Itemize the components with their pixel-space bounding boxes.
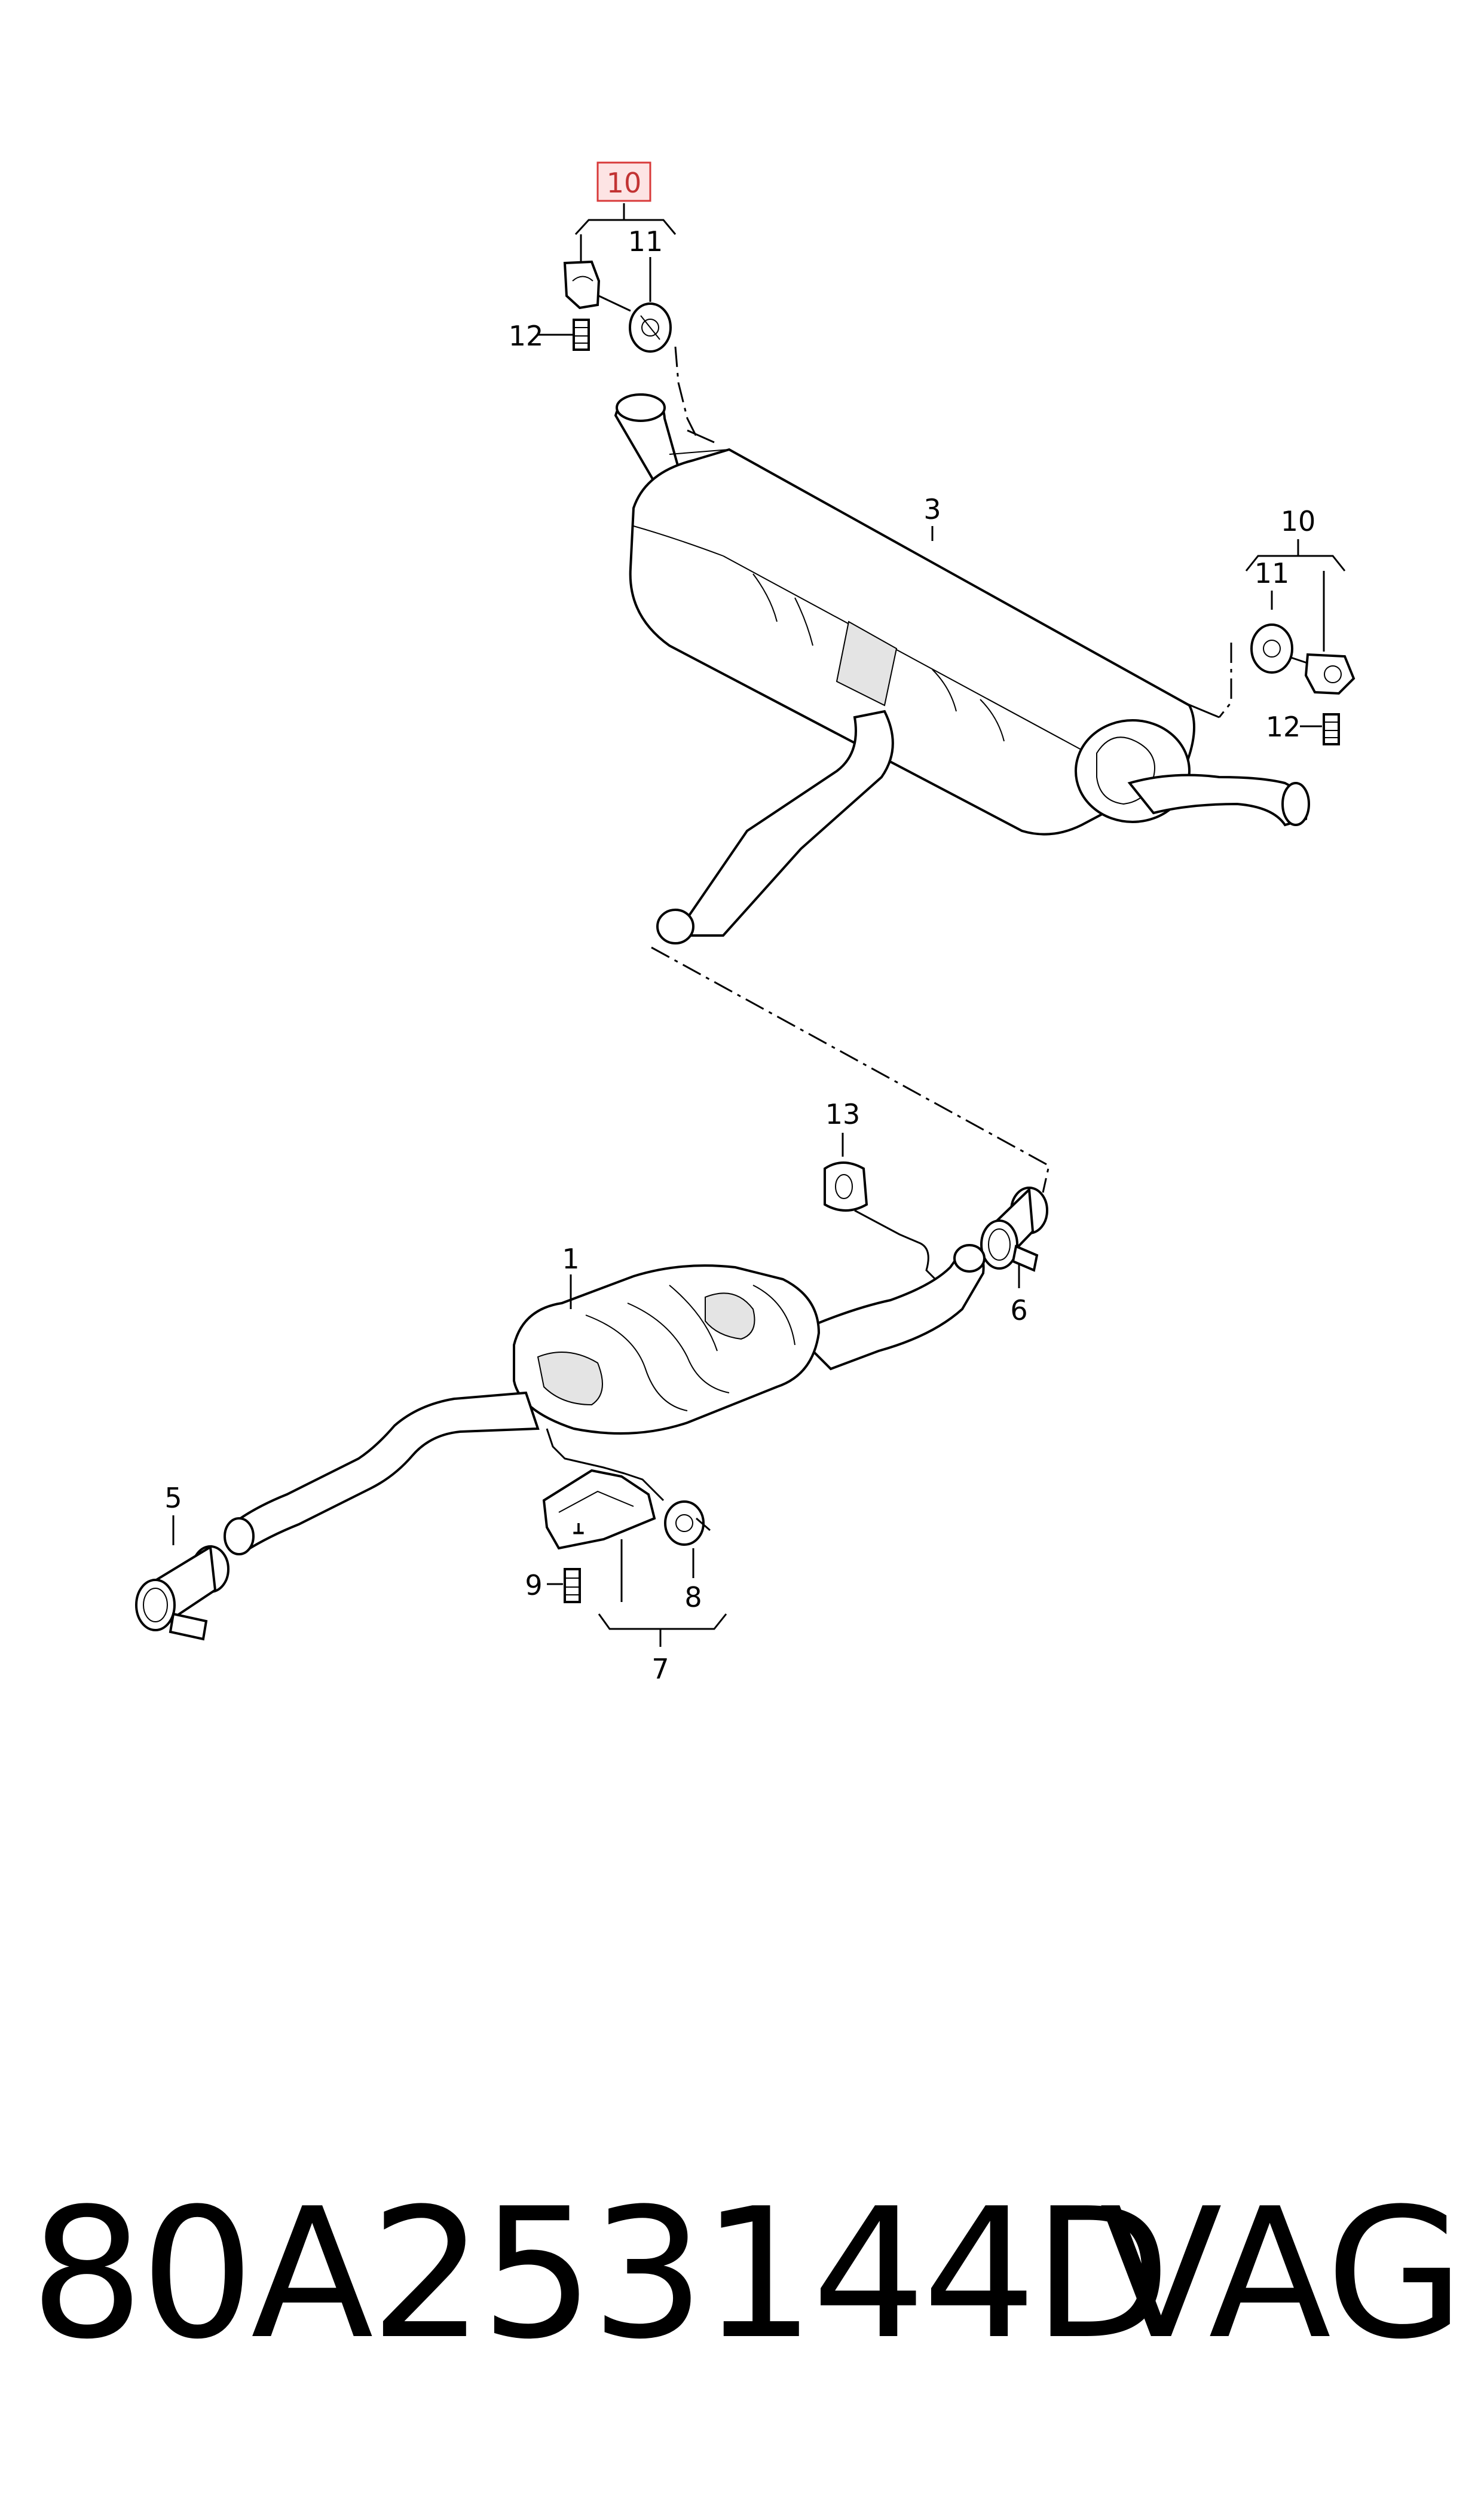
bolt-12-top[interactable]	[573, 319, 590, 351]
connection-line	[651, 946, 1050, 1193]
callout-11-right[interactable]: 11	[1254, 557, 1290, 589]
rear-muffler-3[interactable]: 3	[614, 393, 1310, 944]
front-muffler-1[interactable]: 1	[224, 1243, 986, 1555]
footer: 80A253144D VAG	[0, 2176, 1484, 2373]
callout-8[interactable]: 8	[684, 1581, 702, 1613]
callout-13[interactable]: 13	[825, 1098, 861, 1130]
callout-12-top[interactable]: 12	[509, 320, 544, 352]
highlight-box-10[interactable]	[596, 161, 651, 202]
rubber-hanger-13[interactable]	[824, 1161, 868, 1212]
clamp-5[interactable]: 5	[135, 1482, 230, 1641]
callout-10-top[interactable]: 10	[607, 167, 642, 199]
bracket-top[interactable]	[563, 260, 601, 310]
rubber-mount-11-right[interactable]	[1250, 623, 1293, 674]
callout-11-top[interactable]: 11	[628, 225, 663, 258]
bracket-right[interactable]	[1304, 653, 1356, 695]
callout-9[interactable]: 9	[525, 1569, 542, 1601]
callout-7[interactable]: 7	[651, 1653, 669, 1685]
bracket-7[interactable]	[542, 1469, 656, 1550]
svg-text:⟂: ⟂	[574, 1520, 583, 1537]
callout-5[interactable]: 5	[164, 1482, 182, 1514]
bolt-12-right[interactable]	[1323, 713, 1340, 745]
bolt-9[interactable]	[564, 1568, 581, 1603]
callout-3[interactable]: 3	[923, 493, 941, 525]
brand-name: VAG	[1100, 2170, 1464, 2379]
callout-12-right[interactable]: 12	[1266, 711, 1301, 743]
callout-1[interactable]: 1	[562, 1243, 579, 1275]
hanger-13: 13	[824, 1098, 937, 1280]
part-number: 80A253144D	[30, 2170, 1171, 2379]
bracket-group-7: ⟂ 8 9 7	[525, 1469, 727, 1685]
hanger-group-10-top: 10 11 12	[509, 161, 697, 437]
callout-10-right[interactable]: 10	[1281, 505, 1316, 537]
hanger-group-10-right: 10 11 12	[1218, 505, 1356, 745]
rubber-mount-8[interactable]	[664, 1500, 705, 1546]
callout-6[interactable]: 6	[1010, 1294, 1027, 1326]
clamp-6[interactable]: 6	[980, 1187, 1048, 1326]
